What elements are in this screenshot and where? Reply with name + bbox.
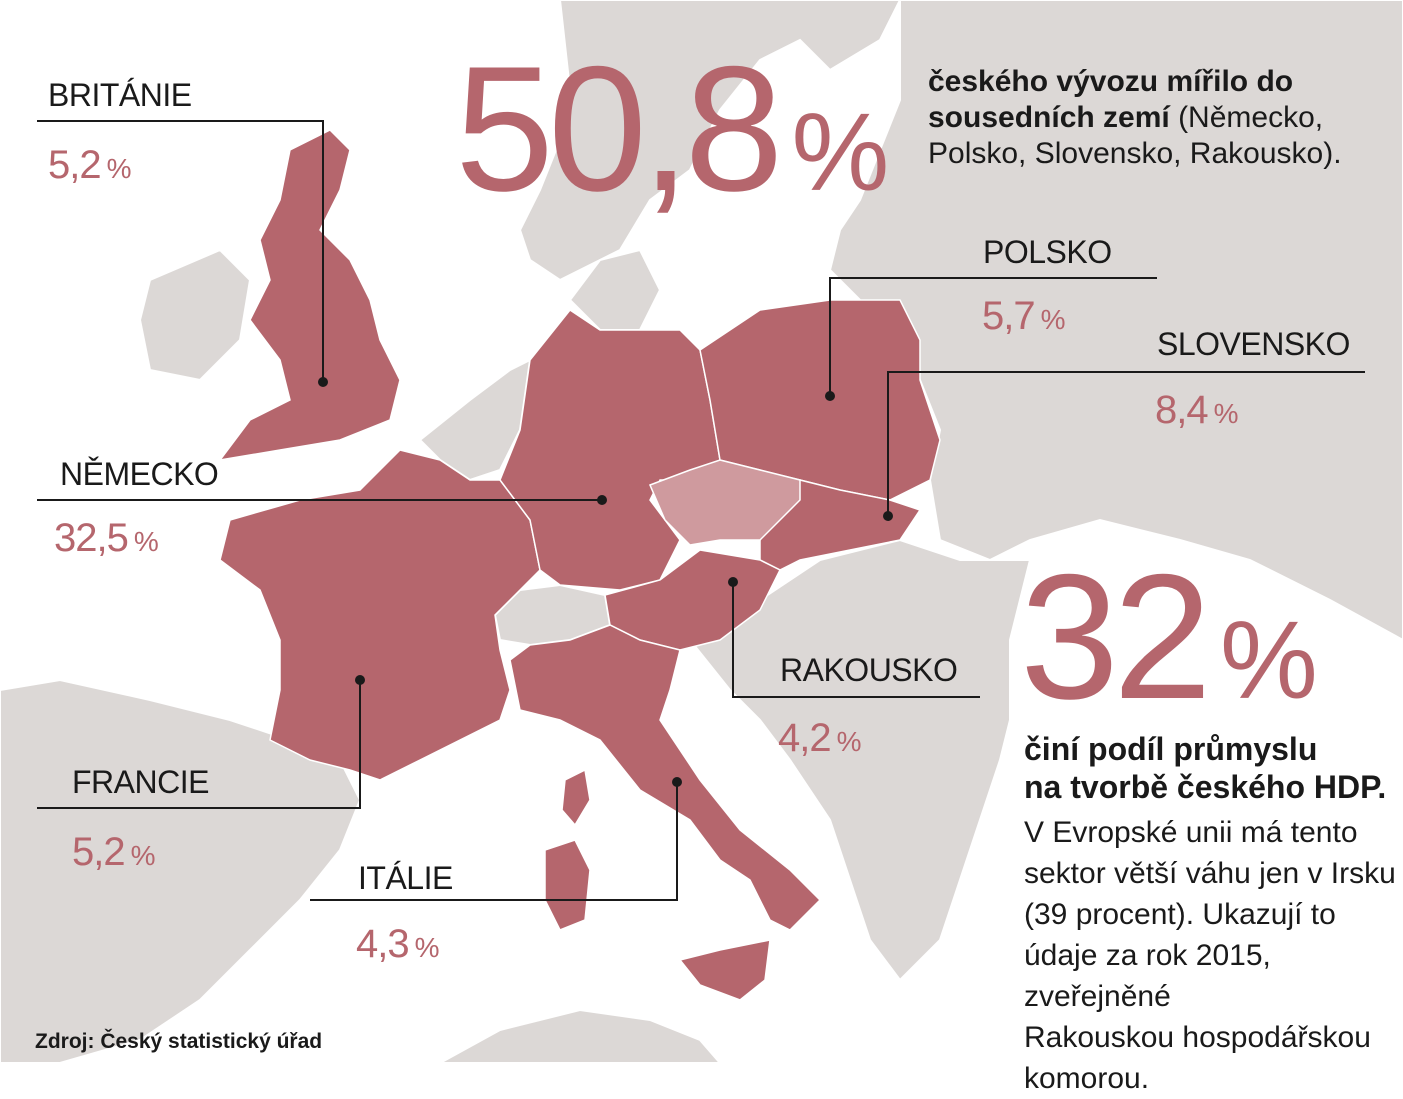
stat2-body-line: Rakouskou hospodářskou [1024, 1021, 1371, 1054]
dot-poland [825, 391, 835, 401]
label-poland-name: POLSKO [983, 234, 1112, 270]
europe-map [0, 0, 1403, 1063]
stat1-description: českého vývozu mířilo do sousedních zemí… [928, 64, 1398, 172]
country-france [219, 449, 541, 781]
label-germany-value: 32,5% [54, 516, 159, 560]
stat2-value: 32% [1020, 537, 1318, 736]
dot-austria [728, 577, 738, 587]
leader-austria [732, 582, 980, 698]
stat2-body-line: (39 procent). Ukazují to [1024, 898, 1336, 931]
dot-italy [672, 777, 682, 787]
stat2-body: V Evropské unii má tento sektor větší vá… [1024, 812, 1403, 1099]
land-balkans [688, 538, 1032, 982]
stat2-bold: činí podíl průmyslu na tvorbě českého HD… [1024, 730, 1386, 806]
label-germany-name: NĚMECKO [60, 456, 219, 492]
dot-slovakia [883, 511, 893, 521]
land-scandinavia [518, 0, 902, 282]
source-note: Zdroj: Český statistický úřad [35, 1030, 323, 1053]
land-ireland [138, 248, 252, 382]
label-austria-value: 4,2% [778, 716, 862, 760]
stat1-rest: (Německo, Polsko, Slovensko, Rakousko). [928, 101, 1342, 170]
label-austria-name: RAKOUSKO [780, 652, 958, 688]
label-italy-value: 4,3% [356, 922, 440, 966]
label-poland-value: 5,7% [982, 294, 1066, 338]
country-corsica [561, 768, 591, 827]
stat2-body-line: komorou. [1024, 1062, 1150, 1095]
dot-germany [597, 495, 607, 505]
leader-slovakia [887, 371, 1365, 516]
dot-france [355, 675, 365, 685]
country-britain [218, 129, 401, 462]
leader-italy [310, 782, 678, 901]
stat2-bold-line1: činí podíl průmyslu [1024, 731, 1318, 767]
stat2-body-line: údaje za rok 2015, zveřejněné [1024, 939, 1271, 1013]
land-africa [439, 1008, 722, 1063]
label-italy-name: ITÁLIE [358, 860, 453, 896]
label-britain-value: 5,2% [48, 143, 132, 187]
land-iberia [0, 678, 362, 1063]
dot-britain [318, 377, 328, 387]
stat2-bold-line2: na tvorbě českého HDP. [1024, 769, 1387, 805]
label-france-value: 5,2% [72, 830, 156, 874]
stat2-body-line: sektor větší váhu jen v Irsku [1024, 857, 1396, 890]
country-czechia [649, 459, 801, 546]
country-sicily [678, 939, 771, 1001]
label-slovakia-name: SLOVENSKO [1157, 326, 1350, 362]
stat1-bold: českého vývozu mířilo do sousedních zemí [928, 65, 1294, 134]
leader-britain [37, 120, 324, 382]
label-slovakia-value: 8,4% [1155, 388, 1239, 432]
stat2-body-line: V Evropské unii má tento [1024, 816, 1358, 849]
leader-poland [829, 277, 1157, 396]
leader-france [37, 680, 361, 809]
stat1-value: 50,8% [455, 29, 890, 228]
label-france-name: FRANCIE [72, 764, 209, 800]
label-britain-name: BRITÁNIE [48, 77, 192, 113]
country-italy [509, 624, 822, 931]
